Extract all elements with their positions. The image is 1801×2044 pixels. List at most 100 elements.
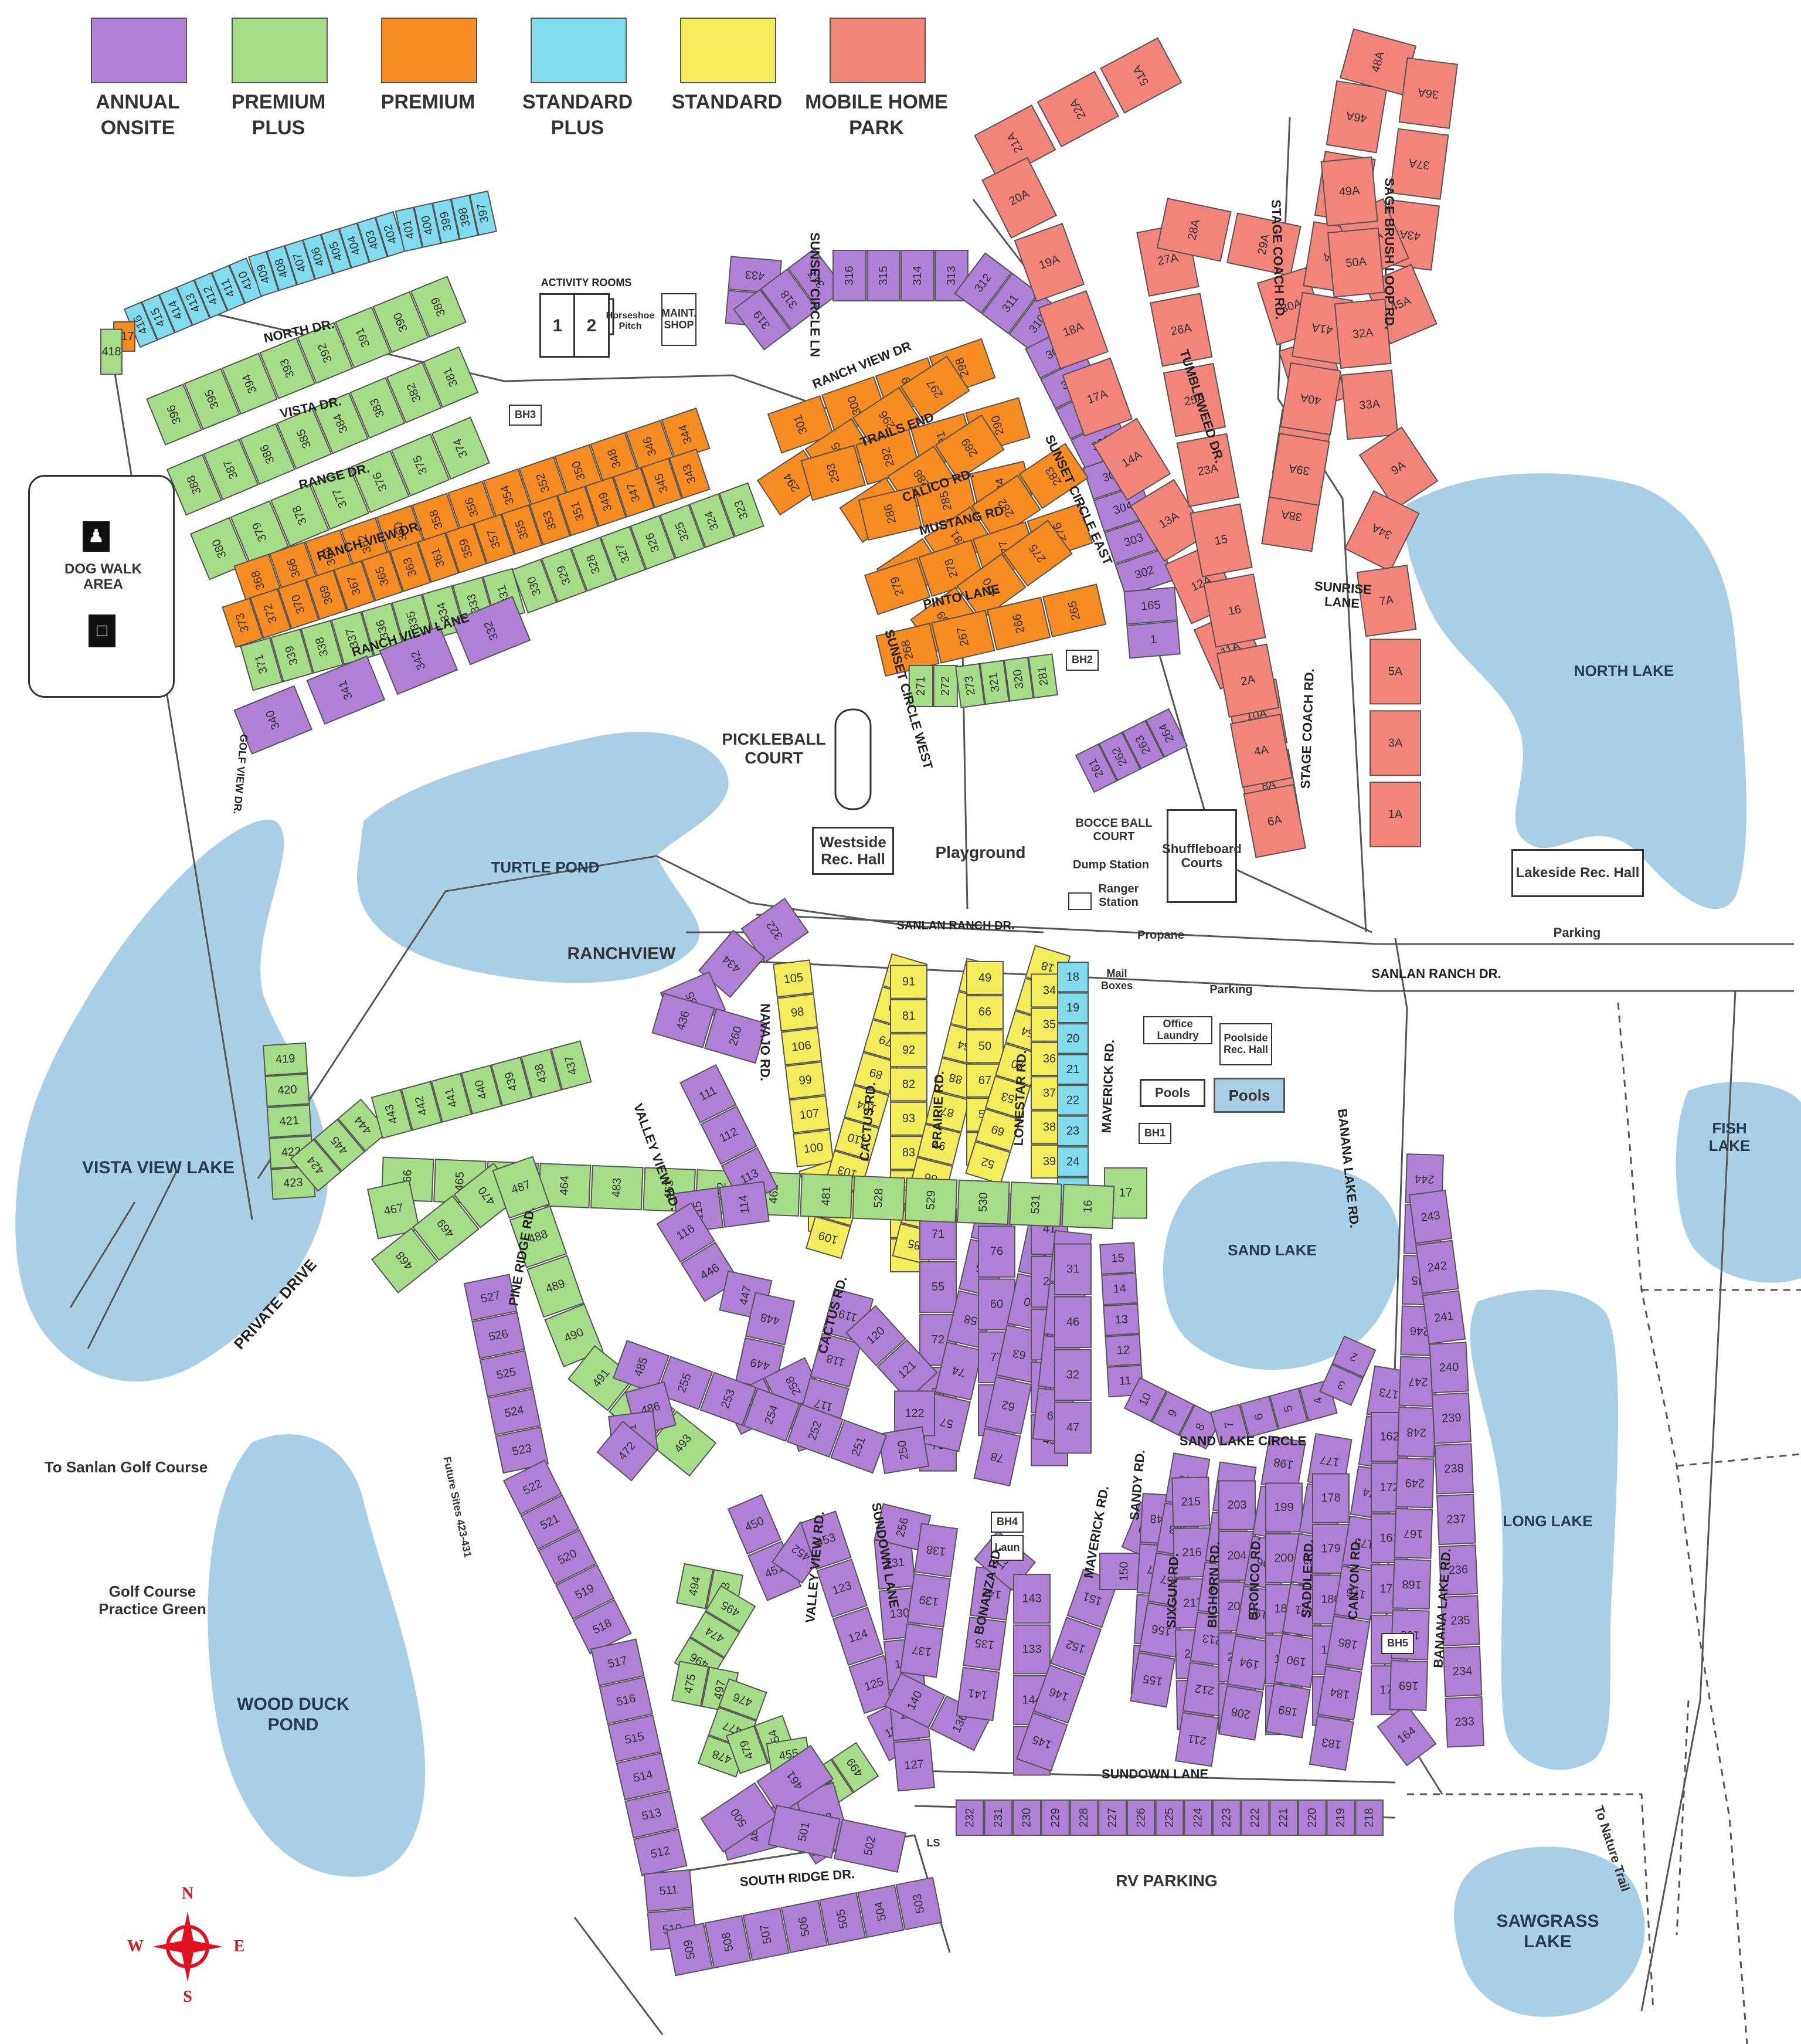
campsite[interactable]: 407 bbox=[284, 239, 316, 286]
campsite[interactable]: 315 bbox=[866, 250, 900, 301]
campsite[interactable]: 374 bbox=[431, 416, 491, 480]
campsite[interactable]: 33A bbox=[1341, 369, 1399, 440]
campsite[interactable]: 297 bbox=[900, 355, 970, 422]
campsite[interactable]: 517 bbox=[590, 1638, 645, 1686]
campsite[interactable]: 527 bbox=[463, 1274, 518, 1321]
campsite[interactable]: 60 bbox=[978, 1278, 1015, 1330]
campsite[interactable]: 436 bbox=[651, 992, 715, 1048]
campsite[interactable]: 418 bbox=[100, 328, 123, 375]
campsite[interactable]: 152 bbox=[1049, 1616, 1102, 1676]
campsite[interactable]: 189 bbox=[1265, 1683, 1311, 1739]
campsite[interactable]: 338 bbox=[300, 620, 344, 674]
campsite[interactable]: 500 bbox=[700, 1782, 778, 1853]
campsite[interactable]: 336 bbox=[361, 602, 405, 657]
campsite[interactable]: 264 bbox=[1145, 708, 1188, 758]
campsite[interactable]: 225 bbox=[1155, 1799, 1184, 1836]
campsite[interactable]: 239 bbox=[1431, 1392, 1472, 1444]
campsite[interactable]: 231 bbox=[984, 1799, 1013, 1836]
campsite[interactable]: 55 bbox=[919, 1261, 957, 1313]
campsite[interactable]: 243 bbox=[1408, 1189, 1453, 1244]
campsite[interactable]: 325 bbox=[659, 504, 705, 559]
campsite[interactable]: 212 bbox=[1182, 1662, 1227, 1717]
campsite[interactable]: 139 bbox=[906, 1573, 952, 1628]
campsite[interactable]: 357 bbox=[473, 514, 515, 565]
campsite[interactable]: 330 bbox=[511, 558, 558, 614]
campsite[interactable]: 351 bbox=[557, 485, 599, 537]
campsite[interactable]: 382 bbox=[386, 361, 442, 424]
campsite[interactable]: 18 bbox=[1057, 962, 1089, 993]
campsite[interactable]: 4A bbox=[1229, 714, 1293, 788]
campsite[interactable]: 349 bbox=[585, 476, 627, 527]
campsite[interactable]: 248 bbox=[1396, 1407, 1436, 1458]
campsite[interactable]: 237 bbox=[1436, 1493, 1476, 1546]
campsite[interactable]: 53 bbox=[985, 1075, 1031, 1119]
campsite[interactable]: 525 bbox=[479, 1350, 533, 1398]
campsite[interactable]: 408 bbox=[266, 245, 298, 291]
campsite[interactable]: 66 bbox=[966, 995, 1004, 1030]
campsite[interactable]: 34A bbox=[1344, 490, 1420, 572]
campsite[interactable]: 403 bbox=[356, 216, 388, 263]
campsite[interactable]: 99 bbox=[784, 1061, 826, 1100]
campsite[interactable]: 268 bbox=[875, 623, 940, 677]
campsite[interactable]: 424 bbox=[290, 1138, 342, 1192]
campsite[interactable]: 467 bbox=[367, 1180, 420, 1240]
campsite[interactable]: 304 bbox=[1093, 484, 1153, 532]
campsite[interactable]: 87 bbox=[925, 1090, 970, 1133]
campsite[interactable]: 98 bbox=[777, 993, 818, 1032]
campsite[interactable]: 254 bbox=[743, 1387, 800, 1442]
campsite[interactable]: 438 bbox=[521, 1048, 562, 1099]
campsite[interactable]: 384 bbox=[312, 392, 369, 454]
campsite[interactable]: 48A bbox=[1339, 28, 1417, 96]
campsite[interactable]: 252 bbox=[786, 1403, 844, 1458]
campsite[interactable]: 505 bbox=[818, 1892, 866, 1946]
campsite[interactable]: 255 bbox=[656, 1356, 713, 1410]
campsite[interactable]: 15 bbox=[1099, 1242, 1137, 1275]
campsite[interactable]: 506 bbox=[780, 1899, 828, 1954]
campsite[interactable]: 81 bbox=[890, 999, 927, 1033]
campsite[interactable]: 137 bbox=[899, 1623, 944, 1678]
campsite[interactable]: 51A bbox=[1100, 37, 1182, 114]
campsite[interactable]: 453 bbox=[800, 1510, 852, 1570]
campsite[interactable]: 219 bbox=[1326, 1799, 1355, 1836]
campsite[interactable]: 24 bbox=[1057, 1146, 1089, 1177]
campsite[interactable]: 328 bbox=[570, 537, 617, 592]
campsite[interactable]: 398 bbox=[450, 194, 479, 240]
campsite[interactable]: 92 bbox=[890, 1033, 927, 1068]
campsite[interactable]: 410 bbox=[229, 257, 263, 304]
campsite[interactable]: 475 bbox=[671, 1661, 709, 1707]
campsite[interactable]: 224 bbox=[1184, 1799, 1212, 1836]
campsite[interactable]: 251 bbox=[830, 1419, 888, 1474]
campsite[interactable]: 371 bbox=[240, 637, 283, 691]
campsite[interactable]: 390 bbox=[372, 291, 429, 354]
campsite[interactable]: 434 bbox=[698, 929, 766, 999]
campsite[interactable]: 93 bbox=[890, 1101, 927, 1136]
campsite[interactable]: 20 bbox=[1057, 1023, 1089, 1054]
campsite[interactable]: 311 bbox=[981, 273, 1039, 335]
campsite[interactable]: 17A bbox=[1062, 357, 1133, 437]
campsite[interactable]: 401 bbox=[395, 206, 423, 252]
campsite[interactable]: 49A bbox=[1320, 156, 1378, 227]
campsite[interactable]: 419 bbox=[263, 1042, 308, 1077]
campsite[interactable]: 13 bbox=[1103, 1303, 1140, 1336]
campsite[interactable]: 372 bbox=[250, 588, 291, 639]
campsite[interactable]: 487 bbox=[492, 1156, 551, 1219]
campsite[interactable]: 400 bbox=[413, 202, 441, 248]
campsite[interactable]: 6 bbox=[1239, 1396, 1279, 1438]
campsite[interactable]: 236 bbox=[1438, 1544, 1479, 1596]
campsite[interactable]: 233 bbox=[1445, 1696, 1484, 1748]
campsite[interactable]: 461 bbox=[756, 1744, 834, 1816]
campsite[interactable]: 522 bbox=[502, 1459, 562, 1515]
campsite[interactable]: 385 bbox=[276, 408, 332, 470]
campsite[interactable]: 377 bbox=[310, 467, 370, 530]
campsite[interactable]: 240 bbox=[1429, 1342, 1469, 1394]
campsite[interactable]: 5A bbox=[1370, 639, 1421, 705]
campsite[interactable]: 26A bbox=[1150, 293, 1213, 367]
campsite[interactable]: 317 bbox=[787, 248, 846, 310]
campsite[interactable]: 379 bbox=[230, 500, 290, 563]
campsite[interactable]: 50 bbox=[966, 1029, 1004, 1064]
campsite[interactable]: 183 bbox=[1309, 1715, 1354, 1771]
campsite[interactable]: 208 bbox=[1218, 1685, 1264, 1741]
campsite[interactable]: 316 bbox=[832, 250, 866, 301]
campsite[interactable]: 342 bbox=[379, 625, 458, 695]
campsite[interactable]: 21A bbox=[974, 104, 1056, 181]
